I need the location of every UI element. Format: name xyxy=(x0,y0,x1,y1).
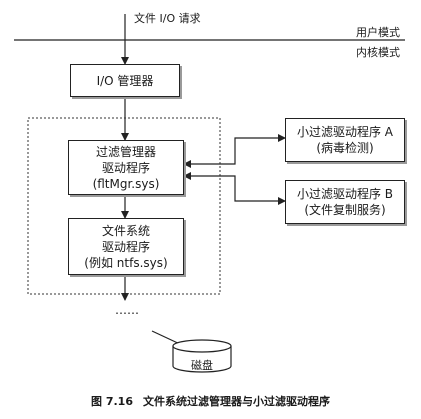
filter-stack-container xyxy=(27,117,221,295)
fs-driver-line3: (例如 ntfs.sys) xyxy=(84,255,168,270)
ellipsis: …… xyxy=(115,303,139,317)
figure-caption: 图 7.16 文件系统过滤管理器与小过滤驱动程序 xyxy=(0,393,421,409)
minifilter-b-line1: 小过滤驱动程序 B xyxy=(296,187,394,201)
request-label: 文件 I/O 请求 xyxy=(134,12,201,25)
filter-manager-line1: 过滤管理器 xyxy=(95,144,156,159)
filter-to-a-connector xyxy=(183,134,286,168)
minifilter-a-line2: (病毒检测) xyxy=(316,141,374,155)
figure-caption-text: 文件系统过滤管理器与小过滤驱动程序 xyxy=(142,395,330,408)
figure-number: 图 7.16 xyxy=(91,395,133,408)
filter-manager-box: 过滤管理器 驱动程序 (fltMgr.sys) xyxy=(68,140,184,195)
disk-cylinder xyxy=(172,339,232,373)
filter-manager-line2: 驱动程序 xyxy=(101,160,150,175)
io-manager-box: I/O 管理器 xyxy=(70,64,180,97)
fs-driver-box: 文件系统 驱动程序 (例如 ntfs.sys) xyxy=(68,218,184,275)
disk-label: 磁盘 xyxy=(191,359,213,372)
filter-to-b-connector xyxy=(183,172,286,205)
minifilter-a-line1: 小过滤驱动程序 A xyxy=(296,125,394,139)
fs-driver-line1: 文件系统 xyxy=(101,223,150,238)
user-mode-label: 用户模式 xyxy=(356,26,400,39)
minifilter-a-box: 小过滤驱动程序 A (病毒检测) xyxy=(285,118,405,162)
filter-manager-line3: (fltMgr.sys) xyxy=(92,176,160,191)
minifilter-b-line2: (文件复制服务) xyxy=(304,203,386,217)
minifilter-b-box: 小过滤驱动程序 B (文件复制服务) xyxy=(285,180,405,224)
kernel-mode-label: 内核模式 xyxy=(356,46,400,59)
fs-driver-line2: 驱动程序 xyxy=(101,239,150,254)
io-manager-label: I/O 管理器 xyxy=(96,73,154,88)
